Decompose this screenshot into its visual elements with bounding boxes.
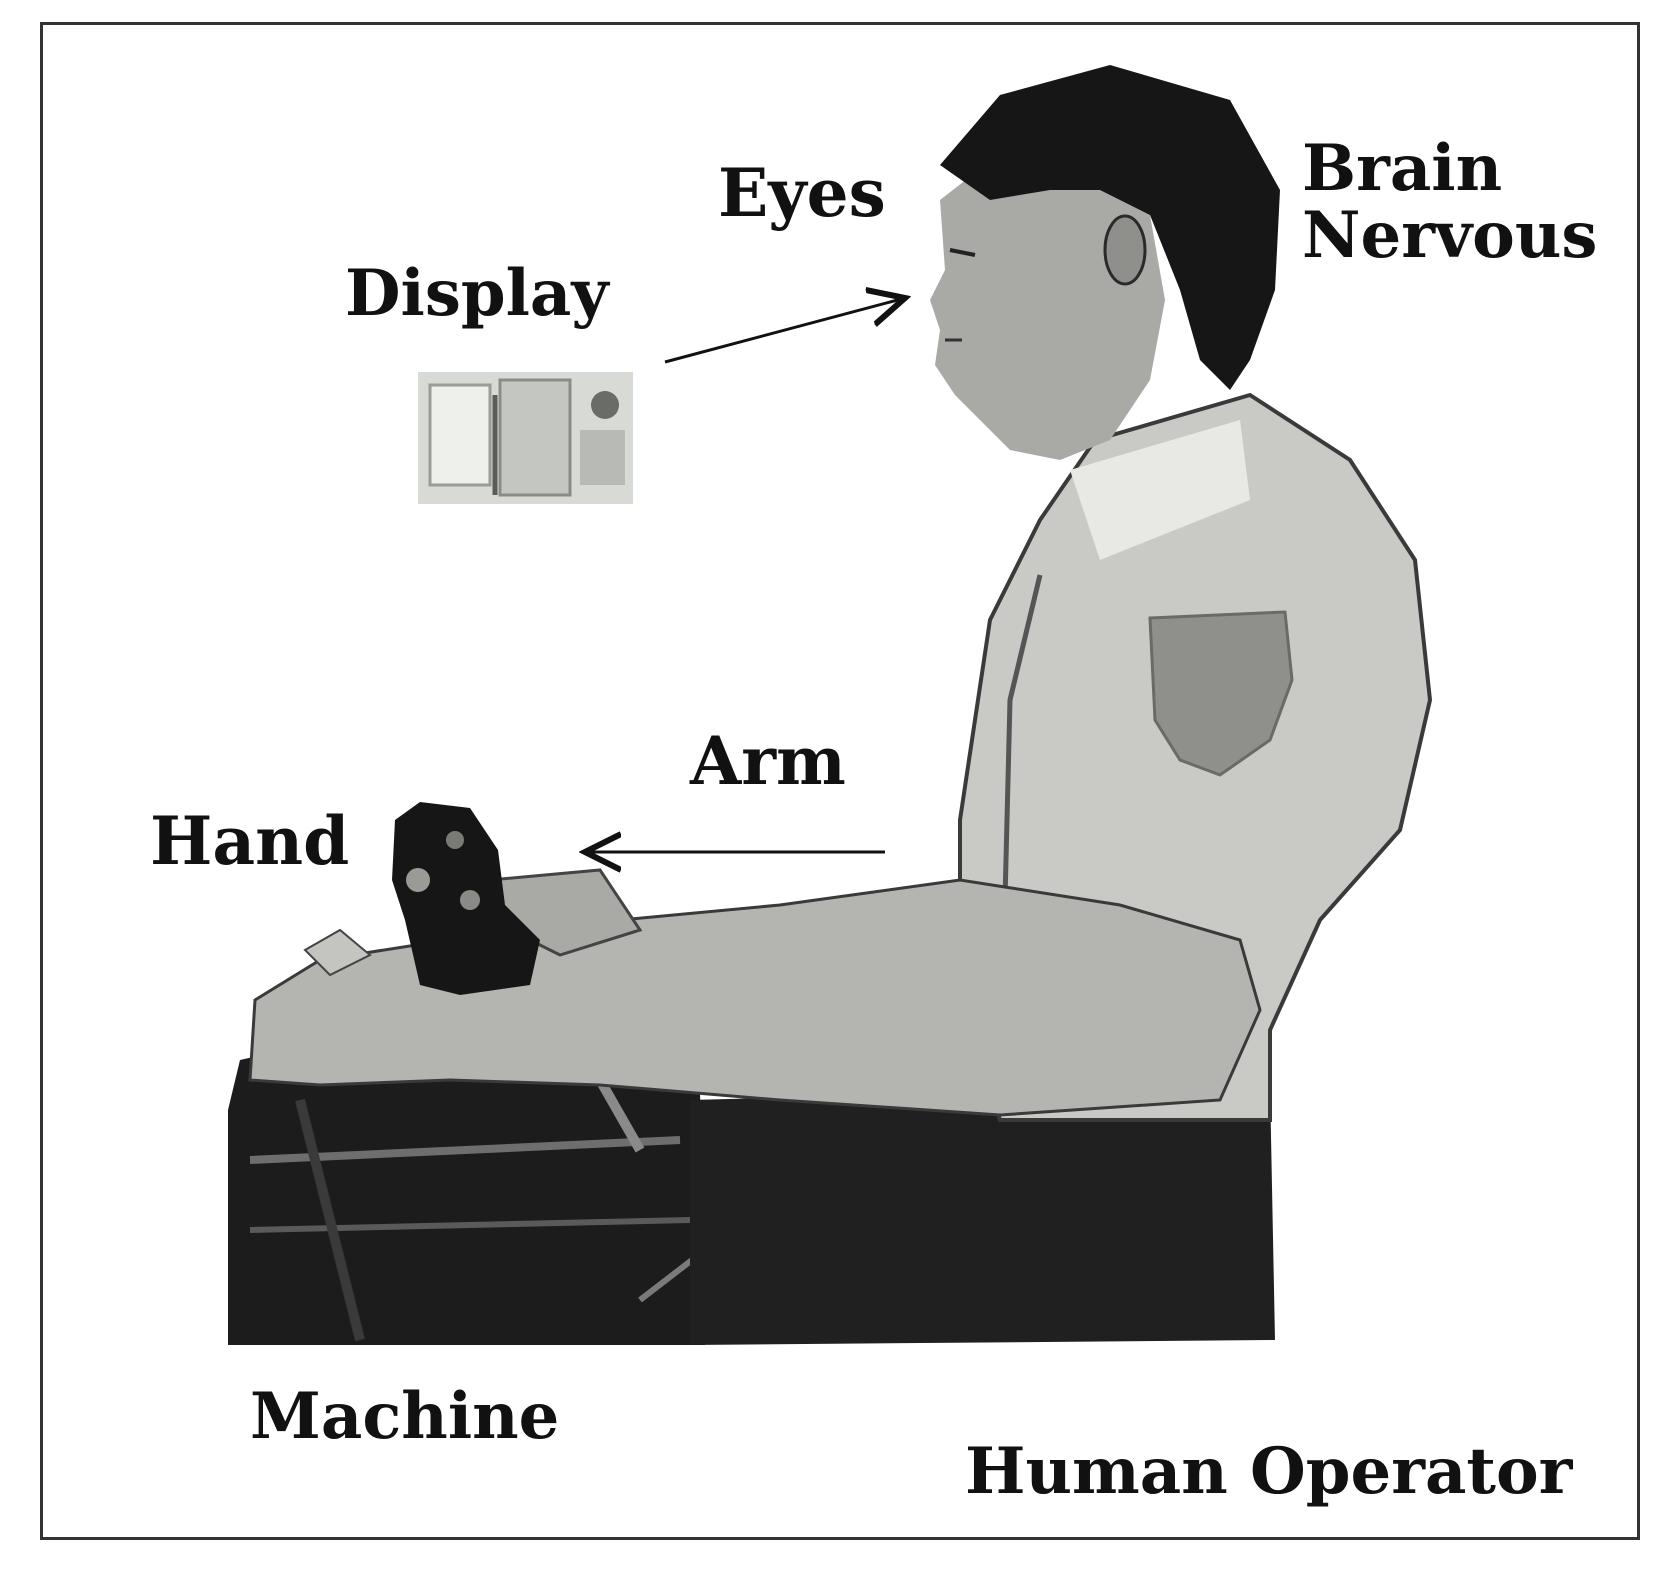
arm-label: Arm	[690, 722, 846, 800]
operator-head	[930, 65, 1280, 460]
display-image	[418, 372, 633, 504]
shoulder-patch	[1148, 610, 1294, 777]
display-label: Display	[345, 256, 609, 331]
joystick-grip	[392, 802, 540, 995]
display-to-eyes-arrow	[664, 298, 905, 364]
nervous-label: Nervous	[1302, 198, 1598, 274]
operator-arm	[248, 878, 1262, 1117]
human-operator-label: Human Operator	[965, 1434, 1573, 1509]
operator-legs	[690, 1085, 1275, 1345]
eyes-label: Eyes	[718, 154, 886, 232]
hand-label: Hand	[150, 802, 350, 880]
brain-nervous-label: Brain Nervous	[1302, 131, 1598, 274]
machine-label: Machine	[250, 1379, 560, 1454]
brain-label: Brain	[1302, 131, 1503, 206]
